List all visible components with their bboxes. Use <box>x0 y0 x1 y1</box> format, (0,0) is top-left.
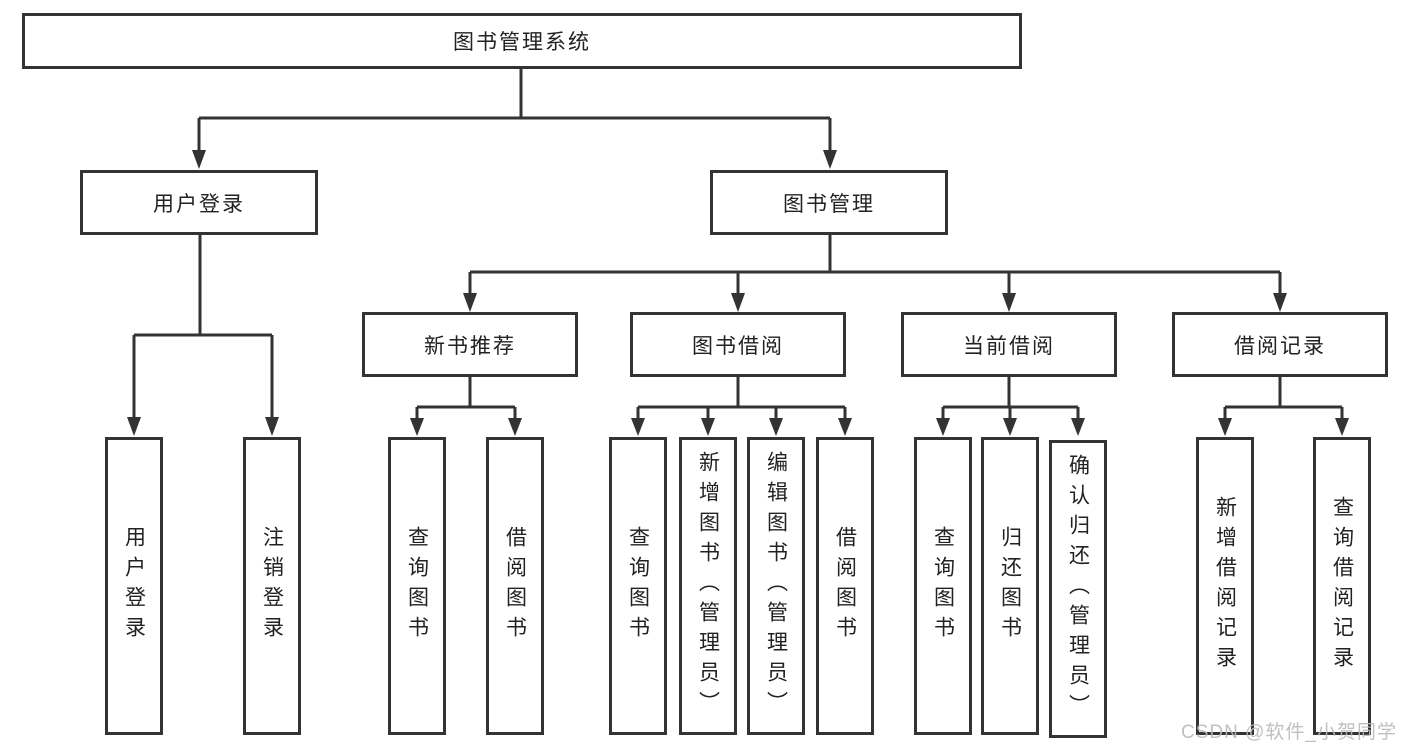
node-label: 查询借阅记录 <box>1330 496 1354 676</box>
node-label: 当前借阅 <box>963 334 1055 358</box>
arrow-down-icon <box>823 150 837 169</box>
arrow-down-icon <box>192 150 206 169</box>
connector-book-borrow-children <box>631 377 852 436</box>
node-label: 新书推荐 <box>424 334 516 358</box>
node-label: 查询图书 <box>626 526 650 646</box>
node-label: 借阅图书 <box>503 526 527 646</box>
node-label: 注销登录 <box>260 526 284 646</box>
connector-borrow-records-children <box>1218 377 1349 436</box>
arrow-down-icon <box>508 418 522 436</box>
node-label: 查询图书 <box>931 526 955 646</box>
arrow-down-icon <box>1218 418 1232 436</box>
arrow-down-icon <box>265 417 279 436</box>
node-label: 归还图书 <box>998 526 1022 646</box>
leaf-return-books: 归还图书 <box>981 437 1039 735</box>
leaf-borrow-books-recommend: 借阅图书 <box>486 437 544 735</box>
node-current-borrow: 当前借阅 <box>901 312 1117 377</box>
node-label: 用户登录 <box>153 192 245 216</box>
connector-user-login-children <box>127 235 279 436</box>
connector-new-book-children <box>410 377 522 436</box>
node-label: 图书管理 <box>783 192 875 216</box>
node-label: 图书借阅 <box>692 334 784 358</box>
node-label: 查询图书 <box>405 526 429 646</box>
leaf-user-login: 用户登录 <box>105 437 163 735</box>
leaf-edit-book-admin: 编辑图书（管理员） <box>747 437 805 735</box>
leaf-confirm-return-admin: 确认归还（管理员） <box>1049 440 1107 738</box>
connector-book-management-children <box>463 235 1287 312</box>
node-user-login: 用户登录 <box>80 170 318 235</box>
arrow-down-icon <box>769 418 783 436</box>
arrow-down-icon <box>631 418 645 436</box>
node-label: 确认归还（管理员） <box>1066 454 1090 724</box>
arrow-down-icon <box>1273 293 1287 312</box>
leaf-add-borrow-record: 新增借阅记录 <box>1196 437 1254 735</box>
arrow-down-icon <box>731 293 745 312</box>
node-label: 借阅记录 <box>1234 334 1326 358</box>
node-book-borrow: 图书借阅 <box>630 312 846 377</box>
arrow-down-icon <box>936 418 950 436</box>
connector-root-to-level2 <box>192 69 837 169</box>
arrow-down-icon <box>463 293 477 312</box>
node-label: 新增图书（管理员） <box>696 451 720 721</box>
node-label: 图书管理系统 <box>453 31 591 54</box>
node-label: 编辑图书（管理员） <box>764 451 788 721</box>
connector-current-borrow-children <box>936 377 1085 436</box>
node-label: 新增借阅记录 <box>1213 496 1237 676</box>
arrow-down-icon <box>1071 418 1085 436</box>
leaf-logout: 注销登录 <box>243 437 301 735</box>
node-label: 用户登录 <box>122 526 146 646</box>
node-root: 图书管理系统 <box>22 13 1022 69</box>
leaf-query-books-borrow: 查询图书 <box>609 437 667 735</box>
arrow-down-icon <box>410 418 424 436</box>
node-borrow-records: 借阅记录 <box>1172 312 1388 377</box>
arrow-down-icon <box>1003 418 1017 436</box>
leaf-query-borrow-record: 查询借阅记录 <box>1313 437 1371 735</box>
node-label: 借阅图书 <box>833 526 857 646</box>
arrow-down-icon <box>1002 293 1016 312</box>
node-new-book-recommend: 新书推荐 <box>362 312 578 377</box>
arrow-down-icon <box>1335 418 1349 436</box>
arrow-down-icon <box>127 417 141 436</box>
arrow-down-icon <box>701 418 715 436</box>
csdn-watermark: CSDN @软件_小贺同学 <box>1181 722 1397 743</box>
leaf-borrow-books: 借阅图书 <box>816 437 874 735</box>
leaf-query-books-current: 查询图书 <box>914 437 972 735</box>
node-book-management: 图书管理 <box>710 170 948 235</box>
arrow-down-icon <box>838 418 852 436</box>
leaf-query-books-recommend: 查询图书 <box>388 437 446 735</box>
leaf-add-book-admin: 新增图书（管理员） <box>679 437 737 735</box>
